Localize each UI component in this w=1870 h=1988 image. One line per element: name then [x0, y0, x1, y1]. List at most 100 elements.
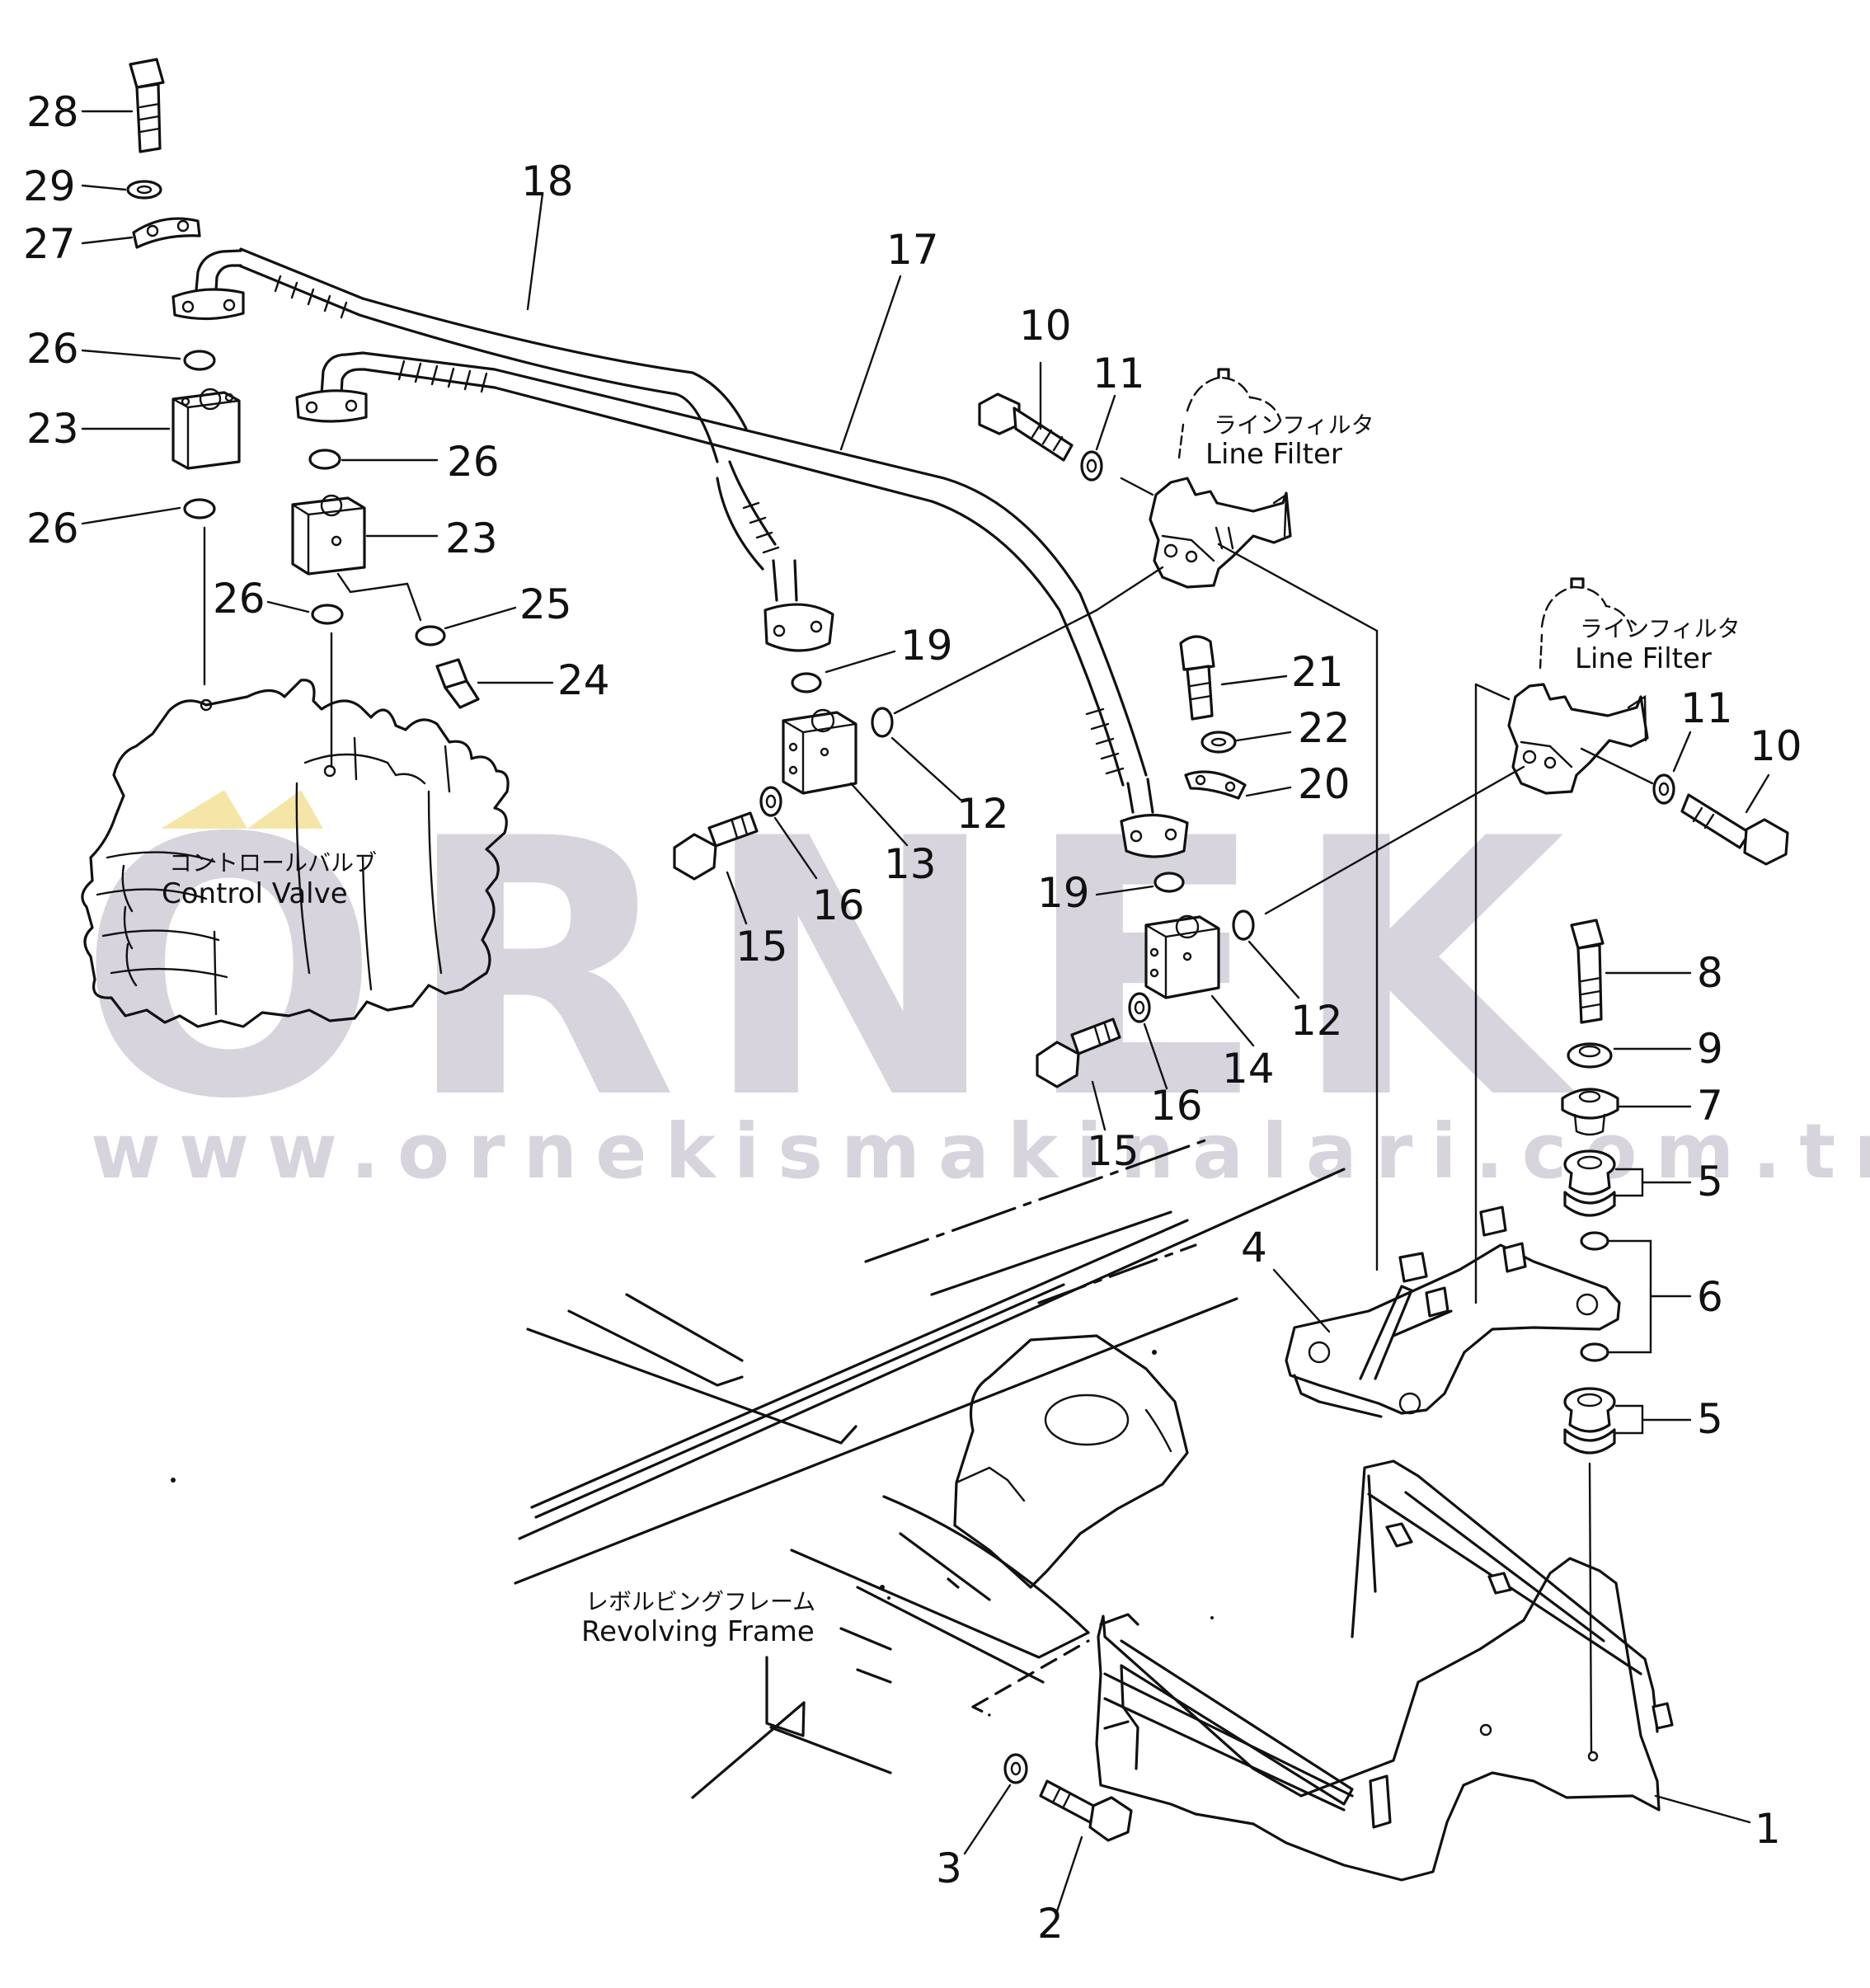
callout-numbers: 28 29 27 18 17 26 23 26 26 23 26 25 24 1… — [23, 88, 1802, 1948]
callout-27: 27 — [23, 220, 76, 268]
o-ring-19b — [1153, 872, 1185, 893]
block-23b — [291, 494, 366, 576]
cushion-5a — [1563, 1149, 1616, 1217]
control-valve-label-jp: コントロールバルブ — [169, 849, 377, 877]
callout-15b: 15 — [1087, 1127, 1139, 1175]
washer-29 — [126, 180, 162, 200]
leader-lines — [81, 110, 1770, 1913]
bolt-2 — [1039, 1779, 1133, 1842]
callout-18: 18 — [521, 157, 574, 205]
bolt-10a — [978, 392, 1074, 462]
bolt-28 — [129, 58, 165, 153]
hose-17-end-flange — [1120, 813, 1189, 858]
washer-16b — [1128, 992, 1151, 1023]
callout-14: 14 — [1222, 1045, 1275, 1093]
control-valve — [81, 679, 510, 1028]
revolving-frame — [514, 1136, 1346, 1799]
callout-29: 29 — [23, 162, 76, 210]
plug-24 — [435, 658, 480, 709]
callout-12b: 12 — [1290, 997, 1343, 1045]
revolving-frame-label-jp: レボルビングフレーム — [585, 1588, 815, 1615]
callout-26c: 26 — [447, 438, 500, 486]
line-filter-1-label-jp: ラインフィルタ — [1214, 411, 1374, 439]
clamp-20 — [1184, 770, 1247, 800]
callout-1: 1 — [1755, 1805, 1781, 1853]
block-14 — [1144, 914, 1220, 999]
callout-10a: 10 — [1019, 302, 1072, 350]
bolt-21 — [1179, 635, 1215, 721]
line-filter-2 — [1507, 577, 1649, 795]
washer-11a — [1080, 450, 1103, 482]
o-ring-12b — [1232, 909, 1255, 941]
callout-28: 28 — [26, 88, 79, 136]
callout-2: 2 — [1037, 1900, 1064, 1948]
cushion-5b — [1563, 1387, 1616, 1455]
callout-25: 25 — [519, 580, 572, 628]
callout-11b: 11 — [1680, 684, 1733, 732]
callout-16b: 16 — [1150, 1082, 1203, 1130]
callout-9: 9 — [1697, 1025, 1723, 1073]
bolt-15a — [673, 811, 759, 881]
watermark-accent-1 — [161, 790, 247, 829]
hose-18-end-flange — [764, 603, 834, 652]
callout-26b: 26 — [26, 505, 79, 552]
o-ring-26a — [183, 350, 216, 371]
callout-10b: 10 — [1750, 722, 1802, 770]
callout-7: 7 — [1697, 1082, 1723, 1130]
callout-15a: 15 — [735, 923, 788, 971]
bracket-4 — [1285, 1205, 1621, 1418]
watermark-brand: ORNEK — [78, 764, 1590, 1177]
washer-3 — [1003, 1753, 1028, 1784]
washer-6a — [1580, 1231, 1609, 1251]
o-ring-19a — [791, 672, 822, 693]
control-valve-label-en: Control Valve — [162, 877, 348, 910]
o-ring-25 — [415, 625, 446, 646]
callout-19b: 19 — [1037, 869, 1090, 917]
bolt-8 — [1570, 919, 1605, 1024]
callout-22: 22 — [1298, 704, 1351, 752]
revolving-frame-label-en: Revolving Frame — [581, 1615, 815, 1648]
callout-19a: 19 — [900, 622, 953, 670]
washer-11b — [1652, 773, 1675, 805]
block-13 — [782, 708, 857, 795]
callout-13: 13 — [884, 840, 937, 888]
hose-18 — [171, 247, 834, 652]
callout-17: 17 — [886, 226, 939, 274]
o-ring-12a — [871, 707, 894, 738]
callout-8: 8 — [1697, 949, 1723, 997]
o-ring-26b — [183, 498, 216, 519]
washer-7 — [1561, 1088, 1619, 1136]
callout-16a: 16 — [812, 881, 865, 929]
callout-12a: 12 — [956, 790, 1009, 838]
washer-6b — [1580, 1342, 1609, 1362]
callout-4: 4 — [1241, 1224, 1267, 1271]
callout-26a: 26 — [26, 325, 79, 373]
hose-17 — [295, 351, 1189, 858]
callout-26d: 26 — [213, 575, 265, 623]
clamp-27 — [132, 217, 201, 249]
line-filter-1-label-en: Line Filter — [1205, 438, 1342, 471]
line-filter-2-label-en: Line Filter — [1575, 642, 1712, 675]
callout-5b: 5 — [1697, 1395, 1723, 1443]
callout-24: 24 — [557, 656, 610, 704]
mount-1 — [1095, 1459, 1674, 1882]
o-ring-26d — [311, 604, 344, 625]
bolt-10b — [1680, 793, 1789, 866]
callout-5a: 5 — [1697, 1158, 1723, 1205]
callout-23b: 23 — [445, 515, 498, 562]
block-23a — [171, 388, 241, 470]
callout-11a: 11 — [1092, 350, 1145, 397]
washer-16a — [759, 786, 782, 817]
washer-22 — [1200, 731, 1237, 754]
o-ring-26c — [308, 449, 341, 470]
callout-23a: 23 — [26, 405, 79, 453]
callout-3: 3 — [936, 1845, 962, 1892]
callout-21: 21 — [1291, 648, 1344, 696]
line-filter-1 — [1149, 368, 1292, 589]
line-filter-2-label-jp: ラインフィルタ — [1580, 615, 1741, 642]
callout-6: 6 — [1697, 1273, 1723, 1321]
watermark-accent-2 — [247, 790, 323, 829]
bolt-15b — [1036, 1017, 1121, 1088]
